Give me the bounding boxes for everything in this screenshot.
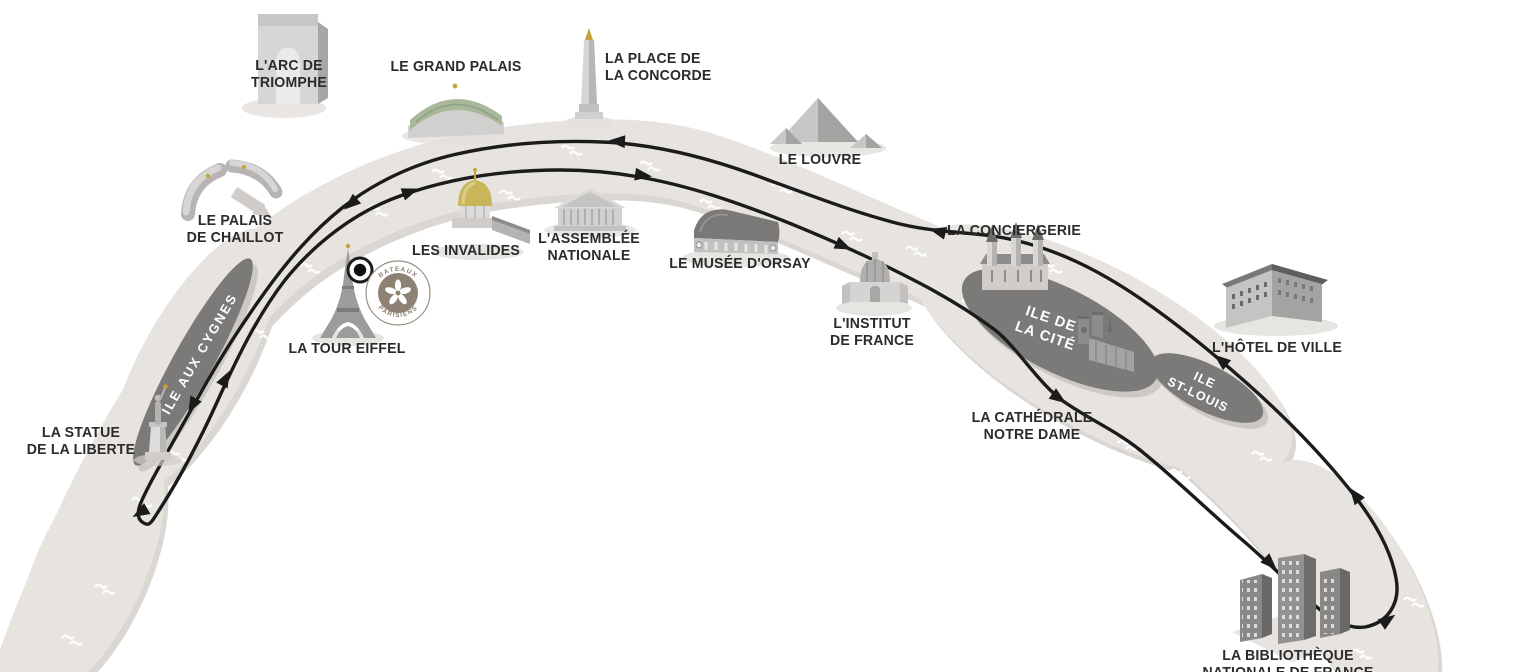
institut-de-france-illustration <box>836 252 912 316</box>
departure-point-marker <box>346 256 374 284</box>
label-place-de-la-concorde: LA PLACE DE LA CONCORDE <box>605 50 712 84</box>
statue-de-la-liberte-illustration <box>134 384 182 466</box>
assemblee-nationale-illustration <box>544 188 636 238</box>
musee-orsay-illustration <box>682 209 790 267</box>
label-invalides: LES INVALIDES <box>412 242 520 259</box>
label-notre-dame: LA CATHÉDRALE NOTRE DAME <box>971 409 1093 443</box>
ile-st-louis-island <box>1150 353 1269 429</box>
label-statue-de-la-liberte: LA STATUE DE LA LIBERTE <box>26 424 136 458</box>
label-grand-palais: LE GRAND PALAIS <box>390 58 522 75</box>
louvre-pyramids-illustration <box>770 98 886 157</box>
notre-dame-illustration <box>1078 312 1134 372</box>
wave-mark <box>1446 650 1470 662</box>
flower-icon <box>385 279 411 305</box>
ile-aux-cygnes-island <box>133 258 258 472</box>
label-conciergerie: LA CONCIERGERIE <box>947 222 1081 239</box>
invalides-illustration <box>432 168 530 260</box>
label-arc-de-triomphe: L'ARC DE TRIOMPHE <box>251 57 327 91</box>
label-musee-orsay: LE MUSÉE D'ORSAY <box>669 255 811 272</box>
conciergerie-illustration <box>980 222 1050 290</box>
bibliotheque-nationale-illustration <box>1232 554 1354 662</box>
hotel-de-ville-illustration <box>1214 264 1338 336</box>
bateaux-parisiens-logo: BATEAUX PARISIENS <box>365 260 431 326</box>
label-bibliotheque-nationale: LA BIBLIOTHÈQUE NATIONALE DE FRANCE <box>1203 647 1374 672</box>
palais-de-chaillot-illustration <box>181 159 283 221</box>
label-palais-de-chaillot: LE PALAIS DE CHAILLOT <box>186 212 284 246</box>
eiffel-tower-illustration <box>312 243 384 346</box>
concorde-obelisk-illustration <box>565 28 613 128</box>
cruise-route-line <box>136 139 1399 630</box>
label-louvre: LE LOUVRE <box>778 151 862 168</box>
arc-de-triomphe-illustration <box>242 14 328 118</box>
label-hotel-de-ville: L'HÔTEL DE VILLE <box>1212 339 1342 356</box>
label-assemblee-nationale: L'ASSEMBLÉE NATIONALE <box>538 230 640 264</box>
label-institut-de-france: L'INSTITUT DE FRANCE <box>830 315 914 349</box>
grand-palais-illustration <box>402 83 510 145</box>
label-tour-eiffel: LA TOUR EIFFEL <box>288 340 406 357</box>
